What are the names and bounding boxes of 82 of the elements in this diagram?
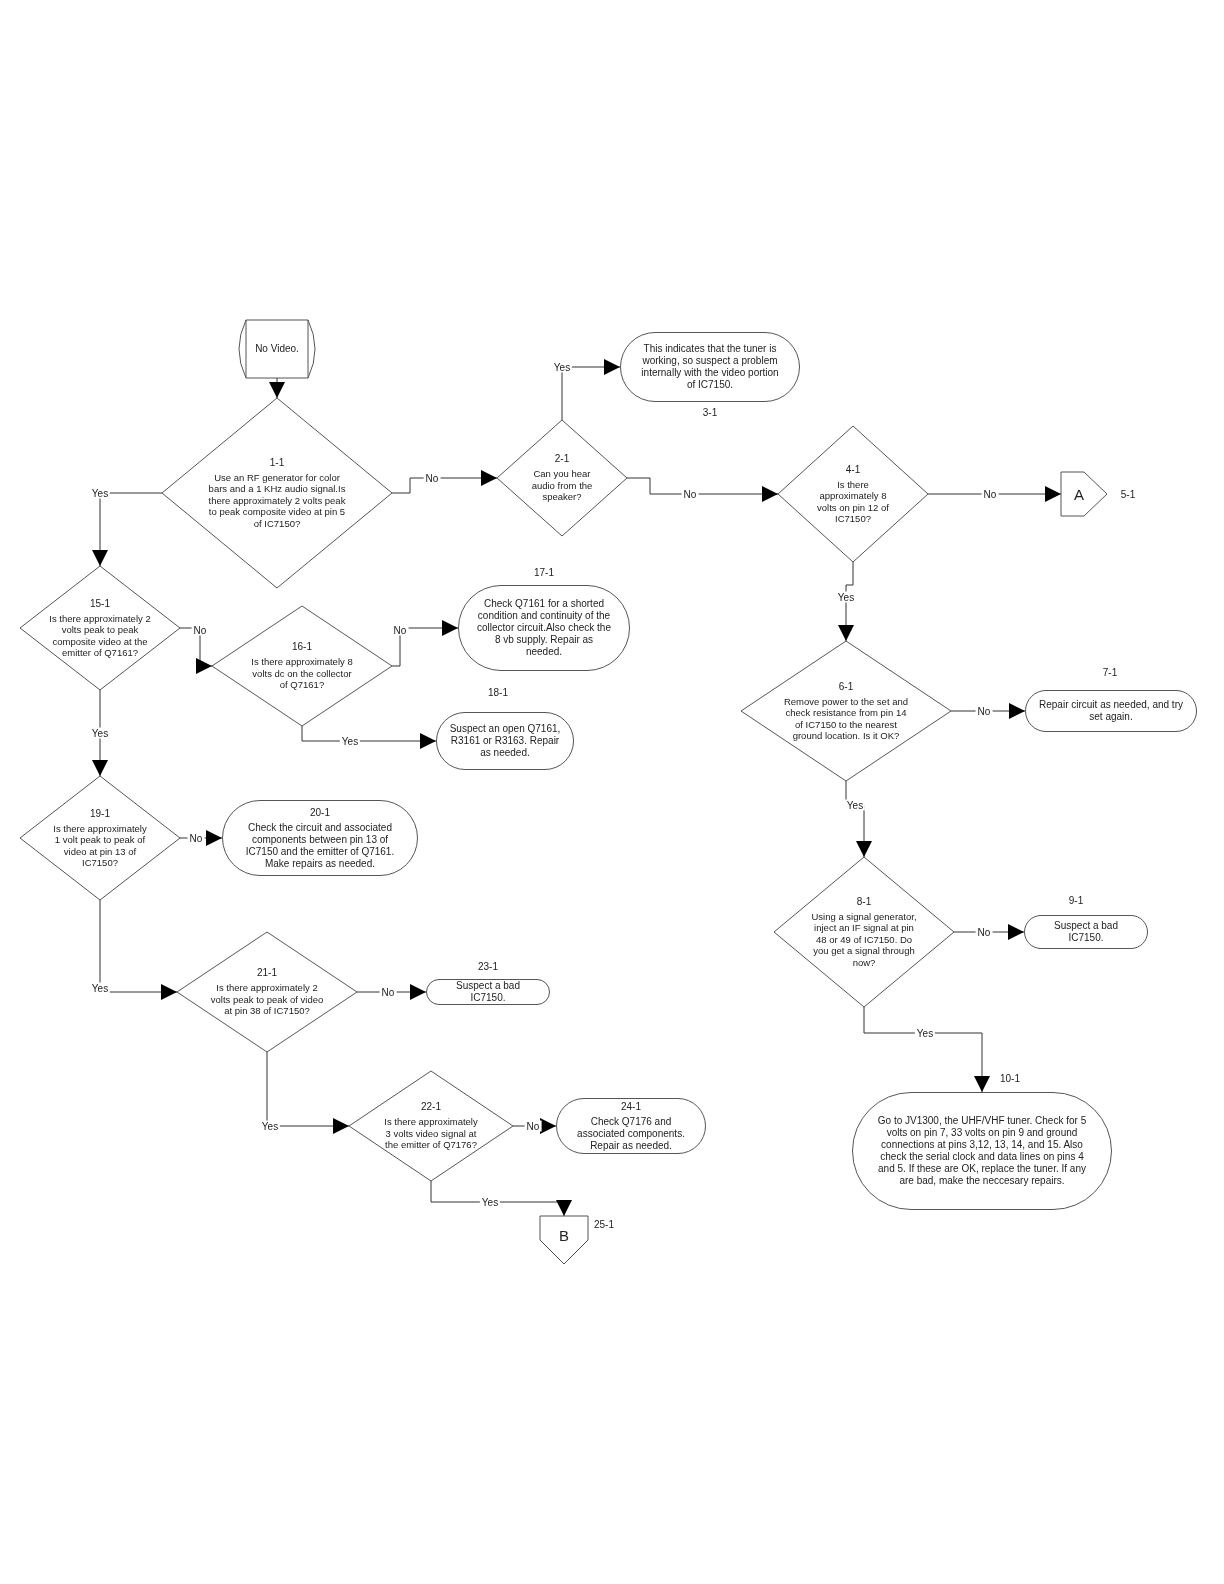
arrow [92,492,163,567]
arrow [92,689,108,777]
edge-label: Yes [479,1196,501,1208]
step-text: Suspect a bad IC7150. [455,980,521,1004]
arrow [626,477,779,502]
edge-label: Yes [259,1120,281,1132]
step-text: Check Q7176 and associated components. Repair as needed. [576,1115,686,1152]
question-text: Is there approximately 8 volts on pin 12 of IC7150? [816,478,890,525]
step-text: Suspect a bad IC7150. [1053,920,1119,944]
arrow [356,984,427,1000]
question-text: Remove power to the set and check resistance from pin 14 of IC7150 to the nearest ground location. Is it OK? [782,695,910,742]
arrow [301,725,437,749]
edge-label: Yes [844,799,866,811]
edge-label: No [187,832,205,844]
edge-label: Yes [89,487,111,499]
step-number: 25-1 [594,1218,614,1230]
step-number: 15-1 [90,597,110,610]
arrow [391,620,459,667]
step-number: 1-1 [269,457,285,469]
edge-label: No [191,624,209,636]
question-text: Is there approximately 8 volts dc on the collector of Q7161? [250,656,354,691]
arrow [953,924,1025,940]
step-text: Suspect an open Q7161, R3161 or R3163. Repair as needed. [449,723,561,759]
question-text: Using a signal generator, inject an IF signal at pin 48 or 49 of IC7150. Do you get a signal through now? [810,911,918,968]
step-number: 19-1 [90,807,110,820]
step-number: 5-1 [1120,488,1136,500]
question-text: Is there approximately 2 volts peak to peak composite video at the emitter of Q7161? [48,612,152,659]
edge-label: No [975,926,993,938]
step-number: 18-1 [488,686,508,698]
arrow [950,703,1026,719]
arrow [430,1180,572,1217]
arrow [99,899,178,1000]
step-number: 23-1 [478,960,498,972]
step-text: Go to JV1300, the UHF/VHF tuner. Check for 5 volts on pin 7, 33 volts on pin 9 and ground connections at pins 3,12, 13, 14, and 15. Also check the serial clock and data lines on pins 4 and 5. If these are OK, replace the tuner. If any are bad, make the neccesary repairs. [876,1115,1088,1187]
step-number: 24-1 [621,1100,641,1113]
step-number: 7-1 [1102,666,1118,678]
step-text: Check the circuit and associated components between pin 13 of IC7150 and the emitter of Q7161. Make repairs as needed. [244,821,396,870]
step-number: 8-1 [856,896,872,908]
arrow [927,486,1062,502]
step-number: 6-1 [838,680,854,693]
question-text: Is there approximately 3 volts video signal at the emitter of Q7176? [383,1116,479,1151]
step-text: Repair circuit as needed, and try set again. [1038,699,1184,723]
step-text: This indicates that the tuner is working, so suspect a problem internally with the video portion of IC7150. [640,343,780,391]
step-number: 2-1 [554,453,570,466]
step-text: Check Q7161 for a shorted condition and continuity of the collector circuit.Also check the 8 vb supply. Repair as needed. [477,598,611,658]
edge-label: No [524,1120,542,1132]
edge-label: No [975,705,993,717]
step-number: 22-1 [421,1101,441,1114]
arrow [266,1051,350,1134]
arrow [838,561,854,642]
edge-label: Yes [914,1027,936,1039]
edge-label: No [423,472,441,484]
edge-label: No [391,624,409,636]
edge-label: No [681,488,699,500]
connector-letter: B [559,1226,569,1244]
step-number: 16-1 [292,641,312,654]
edge-label: Yes [835,591,857,603]
step-number: 21-1 [257,967,277,980]
arrow [863,1006,990,1093]
arrow [561,359,621,421]
terminal-text: No Video. [255,343,299,355]
question-text: Use an RF generator for color bars and a 1 KHz audio signal.Is there approximately 2 volts peak to peak composite video at pin 5 of IC7150? [207,472,347,529]
step-number: 3-1 [702,406,718,418]
edge-label: Yes [339,735,361,747]
arrow [269,377,285,399]
step-number: 10-1 [1000,1072,1020,1084]
edge-label: No [981,488,999,500]
question-text: Is there approximately 1 volt peak to peak of video at pin 13 of IC7150? [52,822,148,869]
arrow [391,470,498,494]
edge-label: Yes [551,361,573,373]
edge-label: Yes [89,982,111,994]
arrow [179,830,223,846]
step-number: 17-1 [534,566,554,578]
connector-letter: A [1074,485,1084,503]
step-number: 20-1 [310,806,330,819]
step-number: 4-1 [845,463,861,476]
edge-label: Yes [89,727,111,739]
question-text: Can you hear audio from the speaker? [530,468,594,503]
edge-label: No [379,986,397,998]
question-text: Is there approximately 2 volts peak to peak of video at pin 38 of IC7150? [209,982,325,1017]
arrow [179,627,213,674]
step-number: 9-1 [1068,894,1084,906]
